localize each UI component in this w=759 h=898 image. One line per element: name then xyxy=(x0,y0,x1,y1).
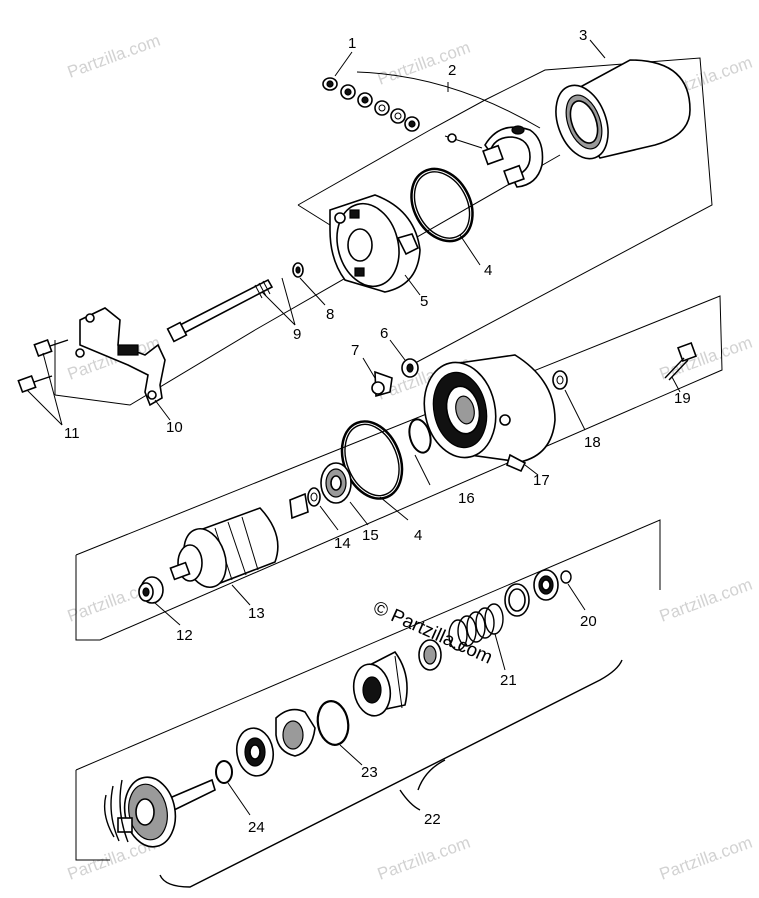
callout-23: 23 xyxy=(361,764,378,781)
callout-4-lower: 4 xyxy=(414,527,422,544)
part-13-armature[interactable] xyxy=(169,492,309,593)
part-15-bearing[interactable] xyxy=(320,462,352,504)
part-2-brush-kit[interactable] xyxy=(340,84,544,188)
callout-8: 8 xyxy=(326,306,334,323)
callout-10: 10 xyxy=(166,419,183,436)
part-18-washer[interactable] xyxy=(552,370,568,390)
callout-1: 1 xyxy=(348,35,356,52)
callout-24: 24 xyxy=(248,819,265,836)
watermark: Partzilla.com xyxy=(375,833,473,884)
part-5-end-cover[interactable] xyxy=(328,194,421,293)
watermark-layer: Partzilla.com Partzilla.com Partzilla.co… xyxy=(65,31,755,884)
callout-20: 20 xyxy=(580,613,597,630)
part-1-nut[interactable] xyxy=(322,77,338,91)
part-9-through-bolt[interactable] xyxy=(166,278,274,343)
callout-4-upper: 4 xyxy=(484,262,492,279)
part-12-bearing[interactable] xyxy=(138,576,164,604)
part-20-circlip[interactable] xyxy=(560,570,572,584)
callout-11: 11 xyxy=(64,425,80,442)
part-17-front-housing[interactable] xyxy=(416,354,556,473)
part-6-washer[interactable] xyxy=(401,358,419,378)
callout-18: 18 xyxy=(584,434,601,451)
callout-5: 5 xyxy=(420,293,428,310)
part-16-o-ring[interactable] xyxy=(406,417,434,455)
part-8-washer[interactable] xyxy=(292,262,304,278)
part-7-terminal-bolt[interactable] xyxy=(371,370,393,398)
callout-6: 6 xyxy=(380,325,388,342)
part-11-bolts[interactable] xyxy=(17,338,69,394)
part-3-yoke[interactable] xyxy=(546,59,691,166)
leader-lines xyxy=(26,39,681,816)
callout-22: 22 xyxy=(424,811,441,828)
guide-lines xyxy=(54,57,723,861)
callout-3: 3 xyxy=(579,27,587,44)
part-10-bracket[interactable] xyxy=(75,307,166,407)
callout-12: 12 xyxy=(176,627,193,644)
watermark: Partzilla.com xyxy=(65,31,163,82)
callout-labels: 1 2 3 4 5 6 7 8 9 10 11 12 13 14 15 16 1… xyxy=(64,27,691,836)
callout-14: 14 xyxy=(334,535,351,552)
part-21-spring[interactable] xyxy=(448,603,504,651)
part-4-o-ring-upper[interactable] xyxy=(399,158,484,251)
watermark: Partzilla.com xyxy=(657,333,755,384)
part-19-bolt[interactable] xyxy=(664,342,697,381)
watermark: Partzilla.com xyxy=(657,575,755,626)
callout-7: 7 xyxy=(351,342,359,359)
callout-21: 21 xyxy=(500,672,517,689)
callout-16: 16 xyxy=(458,490,475,507)
watermark: Partzilla.com xyxy=(657,833,755,884)
callout-19: 19 xyxy=(674,390,691,407)
callout-15: 15 xyxy=(362,527,379,544)
callout-2: 2 xyxy=(448,62,456,79)
callout-13: 13 xyxy=(248,605,265,622)
part-24-circlip[interactable] xyxy=(215,760,233,784)
callout-9: 9 xyxy=(293,326,301,343)
part-14-washer[interactable] xyxy=(307,487,321,507)
part-22-starter-clutch-assembly[interactable] xyxy=(103,569,559,851)
callout-17: 17 xyxy=(533,472,550,489)
part-23-o-ring[interactable] xyxy=(314,699,351,748)
assembly-bracket-22 xyxy=(159,659,623,888)
